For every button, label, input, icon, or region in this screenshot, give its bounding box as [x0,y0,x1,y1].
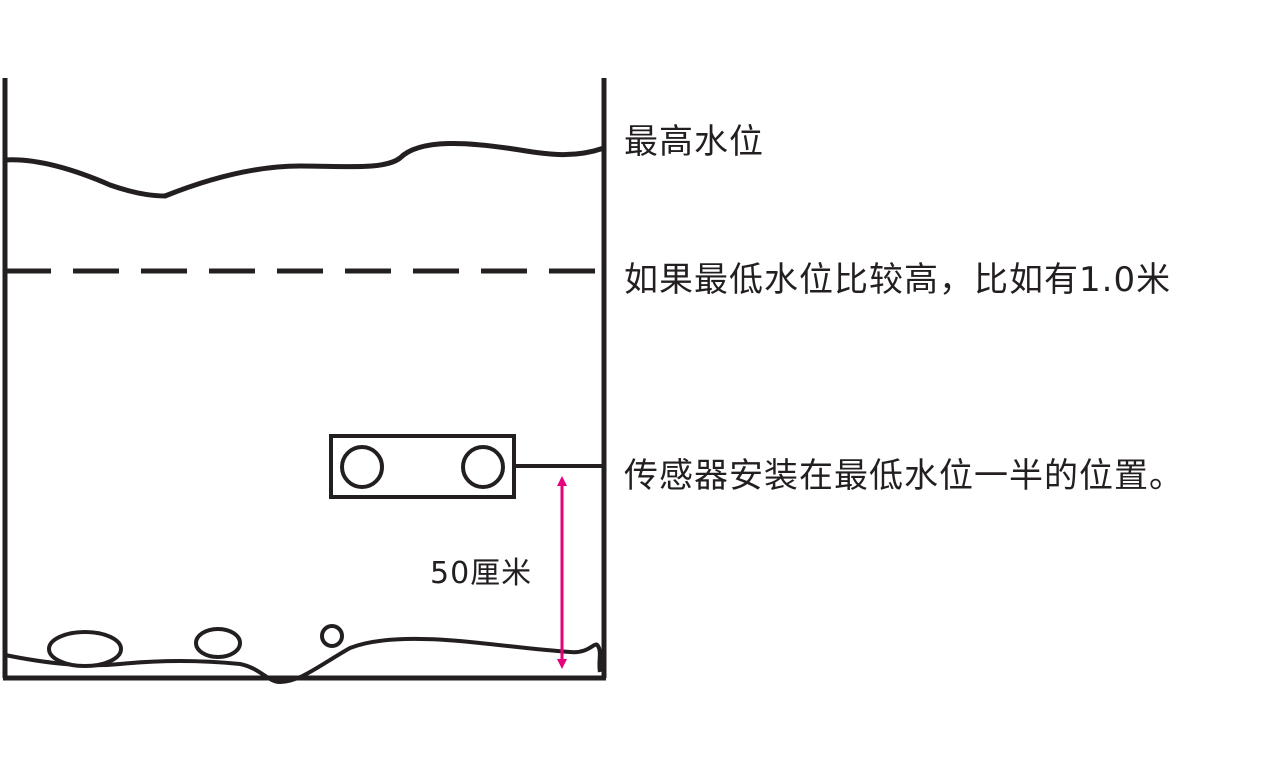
sediment-line [4,636,602,685]
min-water-level-label: 如果最低水位比较高，比如有1.0米 [624,260,1172,300]
stone-1 [47,630,123,668]
max-water-level-label: 最高水位 [624,122,764,162]
tank-outline [2,78,607,681]
distance-label: 50厘米 [430,556,533,591]
max-water-surface [4,141,605,199]
sensor-position-label: 传感器安装在最低水位一半的位置。 [624,456,1184,496]
sensor-left-circle [340,445,384,489]
sensor [329,434,604,499]
sensor-right-circle [461,445,505,489]
stone-2 [194,627,242,659]
stone-3 [320,624,344,648]
